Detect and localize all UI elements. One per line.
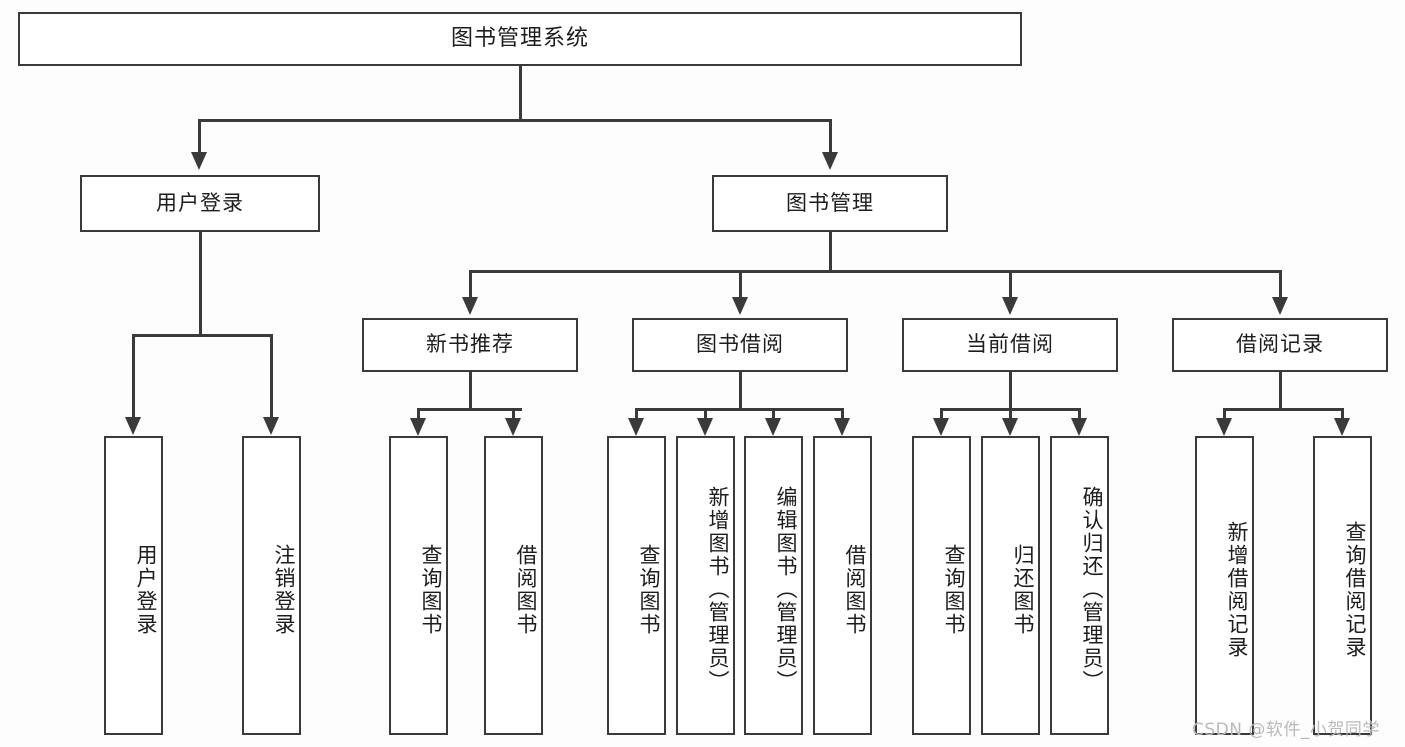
node-label: 新书推荐 bbox=[426, 332, 514, 357]
connector-br-drop-1 bbox=[1223, 408, 1226, 419]
arrow-to-leaf-bb-edit bbox=[765, 418, 781, 436]
arrow-to-leaf-nb-borrow bbox=[505, 418, 521, 436]
node-user-login[interactable]: 用户登录 bbox=[80, 175, 320, 232]
node-label: 当前借阅 bbox=[966, 332, 1054, 357]
node-label: 图书管理系统 bbox=[450, 25, 589, 51]
connector-br-bus bbox=[1223, 408, 1343, 411]
connector-br-stem bbox=[1279, 372, 1282, 410]
arrow-to-leaf-logout bbox=[263, 417, 279, 435]
connector-nb-drop-1 bbox=[417, 408, 420, 419]
connector-cb-drop-1 bbox=[940, 408, 943, 419]
node-label: 注销登录 bbox=[272, 543, 296, 636]
connector-user-login-stem bbox=[199, 232, 202, 336]
node-label: 编辑图书（管理员） bbox=[774, 486, 798, 693]
connector-bm-drop-2 bbox=[739, 270, 742, 298]
arrow-to-leaf-user-login bbox=[125, 417, 141, 435]
leaf-logout[interactable]: 注销登录 bbox=[242, 436, 301, 735]
node-label: 借阅图书 bbox=[843, 543, 867, 636]
node-label: 查询借阅记录 bbox=[1343, 520, 1367, 659]
connector-bb-bus bbox=[635, 408, 843, 411]
leaf-newbook-query-book[interactable]: 查询图书 bbox=[389, 436, 448, 735]
leaf-newbook-borrow-book[interactable]: 借阅图书 bbox=[484, 436, 543, 735]
leaf-currentborrow-confirm-return[interactable]: 确认归还（管理员） bbox=[1050, 436, 1109, 735]
node-label: 用户登录 bbox=[134, 543, 158, 636]
node-current-borrow[interactable]: 当前借阅 bbox=[902, 318, 1118, 372]
connector-nb-drop-2 bbox=[512, 408, 515, 419]
arrow-to-new-book bbox=[462, 297, 478, 315]
node-borrow-record[interactable]: 借阅记录 bbox=[1172, 318, 1388, 372]
connector-bm-drop-3 bbox=[1009, 270, 1012, 298]
leaf-bookborrow-query-book[interactable]: 查询图书 bbox=[607, 436, 666, 735]
node-label: 归还图书 bbox=[1011, 543, 1035, 636]
leaf-currentborrow-return-book[interactable]: 归还图书 bbox=[981, 436, 1040, 735]
node-label: 查询图书 bbox=[942, 543, 966, 636]
connector-cb-stem bbox=[1009, 372, 1012, 410]
arrow-to-leaf-bb-query bbox=[628, 418, 644, 436]
connector-book-manage-stem bbox=[829, 232, 832, 272]
connector-root-drop-right bbox=[829, 119, 832, 153]
connector-bb-drop-4 bbox=[841, 408, 844, 419]
connector-bm-drop-1 bbox=[469, 270, 472, 298]
arrow-to-borrow-record bbox=[1272, 297, 1288, 315]
leaf-bookborrow-edit-book[interactable]: 编辑图书（管理员） bbox=[744, 436, 803, 735]
arrow-to-leaf-bb-borrow bbox=[834, 418, 850, 436]
arrow-to-leaf-cb-confirm bbox=[1071, 418, 1087, 436]
connector-user-login-bus bbox=[132, 334, 272, 337]
connector-bb-drop-2 bbox=[704, 408, 707, 419]
arrow-to-book-manage bbox=[822, 152, 838, 170]
connector-root-bus bbox=[198, 119, 832, 122]
connector-book-manage-bus bbox=[469, 270, 1281, 273]
leaf-borrowrecord-query-record[interactable]: 查询借阅记录 bbox=[1313, 436, 1372, 735]
leaf-bookborrow-add-book[interactable]: 新增图书（管理员） bbox=[676, 436, 735, 735]
connector-user-login-drop-1 bbox=[132, 334, 135, 418]
connector-user-login-drop-2 bbox=[270, 334, 273, 418]
node-label: 查询图书 bbox=[419, 543, 443, 636]
arrow-to-book-borrow bbox=[732, 297, 748, 315]
arrow-to-leaf-br-add bbox=[1216, 418, 1232, 436]
connector-cb-drop-2 bbox=[1009, 408, 1012, 419]
node-label: 查询图书 bbox=[637, 543, 661, 636]
node-root[interactable]: 图书管理系统 bbox=[18, 12, 1022, 66]
arrow-to-current-borrow bbox=[1002, 297, 1018, 315]
node-label: 借阅图书 bbox=[514, 543, 538, 636]
connector-nb-bus bbox=[417, 408, 522, 411]
arrow-to-leaf-nb-query bbox=[410, 418, 426, 436]
leaf-borrowrecord-add-record[interactable]: 新增借阅记录 bbox=[1195, 436, 1254, 735]
connector-bb-drop-1 bbox=[635, 408, 638, 419]
connector-bb-drop-3 bbox=[772, 408, 775, 419]
connector-br-drop-2 bbox=[1341, 408, 1344, 419]
node-label: 图书借阅 bbox=[696, 332, 784, 357]
watermark: CSDN @软件_小贺同学 bbox=[1192, 720, 1380, 740]
connector-bb-stem bbox=[739, 372, 742, 410]
node-new-book[interactable]: 新书推荐 bbox=[362, 318, 578, 372]
connector-nb-stem bbox=[469, 372, 472, 410]
arrow-to-leaf-cb-query bbox=[933, 418, 949, 436]
node-label: 借阅记录 bbox=[1236, 332, 1324, 357]
connector-bm-drop-4 bbox=[1279, 270, 1282, 298]
leaf-user-login[interactable]: 用户登录 bbox=[104, 436, 163, 735]
node-label: 确认归还（管理员） bbox=[1080, 486, 1104, 693]
arrow-to-leaf-bb-add bbox=[697, 418, 713, 436]
connector-root-drop-left bbox=[198, 119, 201, 153]
node-label: 图书管理 bbox=[786, 190, 874, 215]
node-label: 新增图书（管理员） bbox=[706, 486, 730, 693]
connector-root-stem bbox=[519, 66, 522, 120]
arrow-to-user-login bbox=[191, 152, 207, 170]
leaf-bookborrow-borrow-book[interactable]: 借阅图书 bbox=[813, 436, 872, 735]
arrow-to-leaf-cb-return bbox=[1002, 418, 1018, 436]
node-label: 用户登录 bbox=[156, 190, 244, 215]
node-label: 新增借阅记录 bbox=[1225, 520, 1249, 659]
node-book-borrow[interactable]: 图书借阅 bbox=[632, 318, 848, 372]
leaf-currentborrow-query-book[interactable]: 查询图书 bbox=[912, 436, 971, 735]
connector-cb-drop-3 bbox=[1078, 408, 1081, 419]
arrow-to-leaf-br-query bbox=[1334, 418, 1350, 436]
node-book-manage[interactable]: 图书管理 bbox=[712, 175, 948, 232]
